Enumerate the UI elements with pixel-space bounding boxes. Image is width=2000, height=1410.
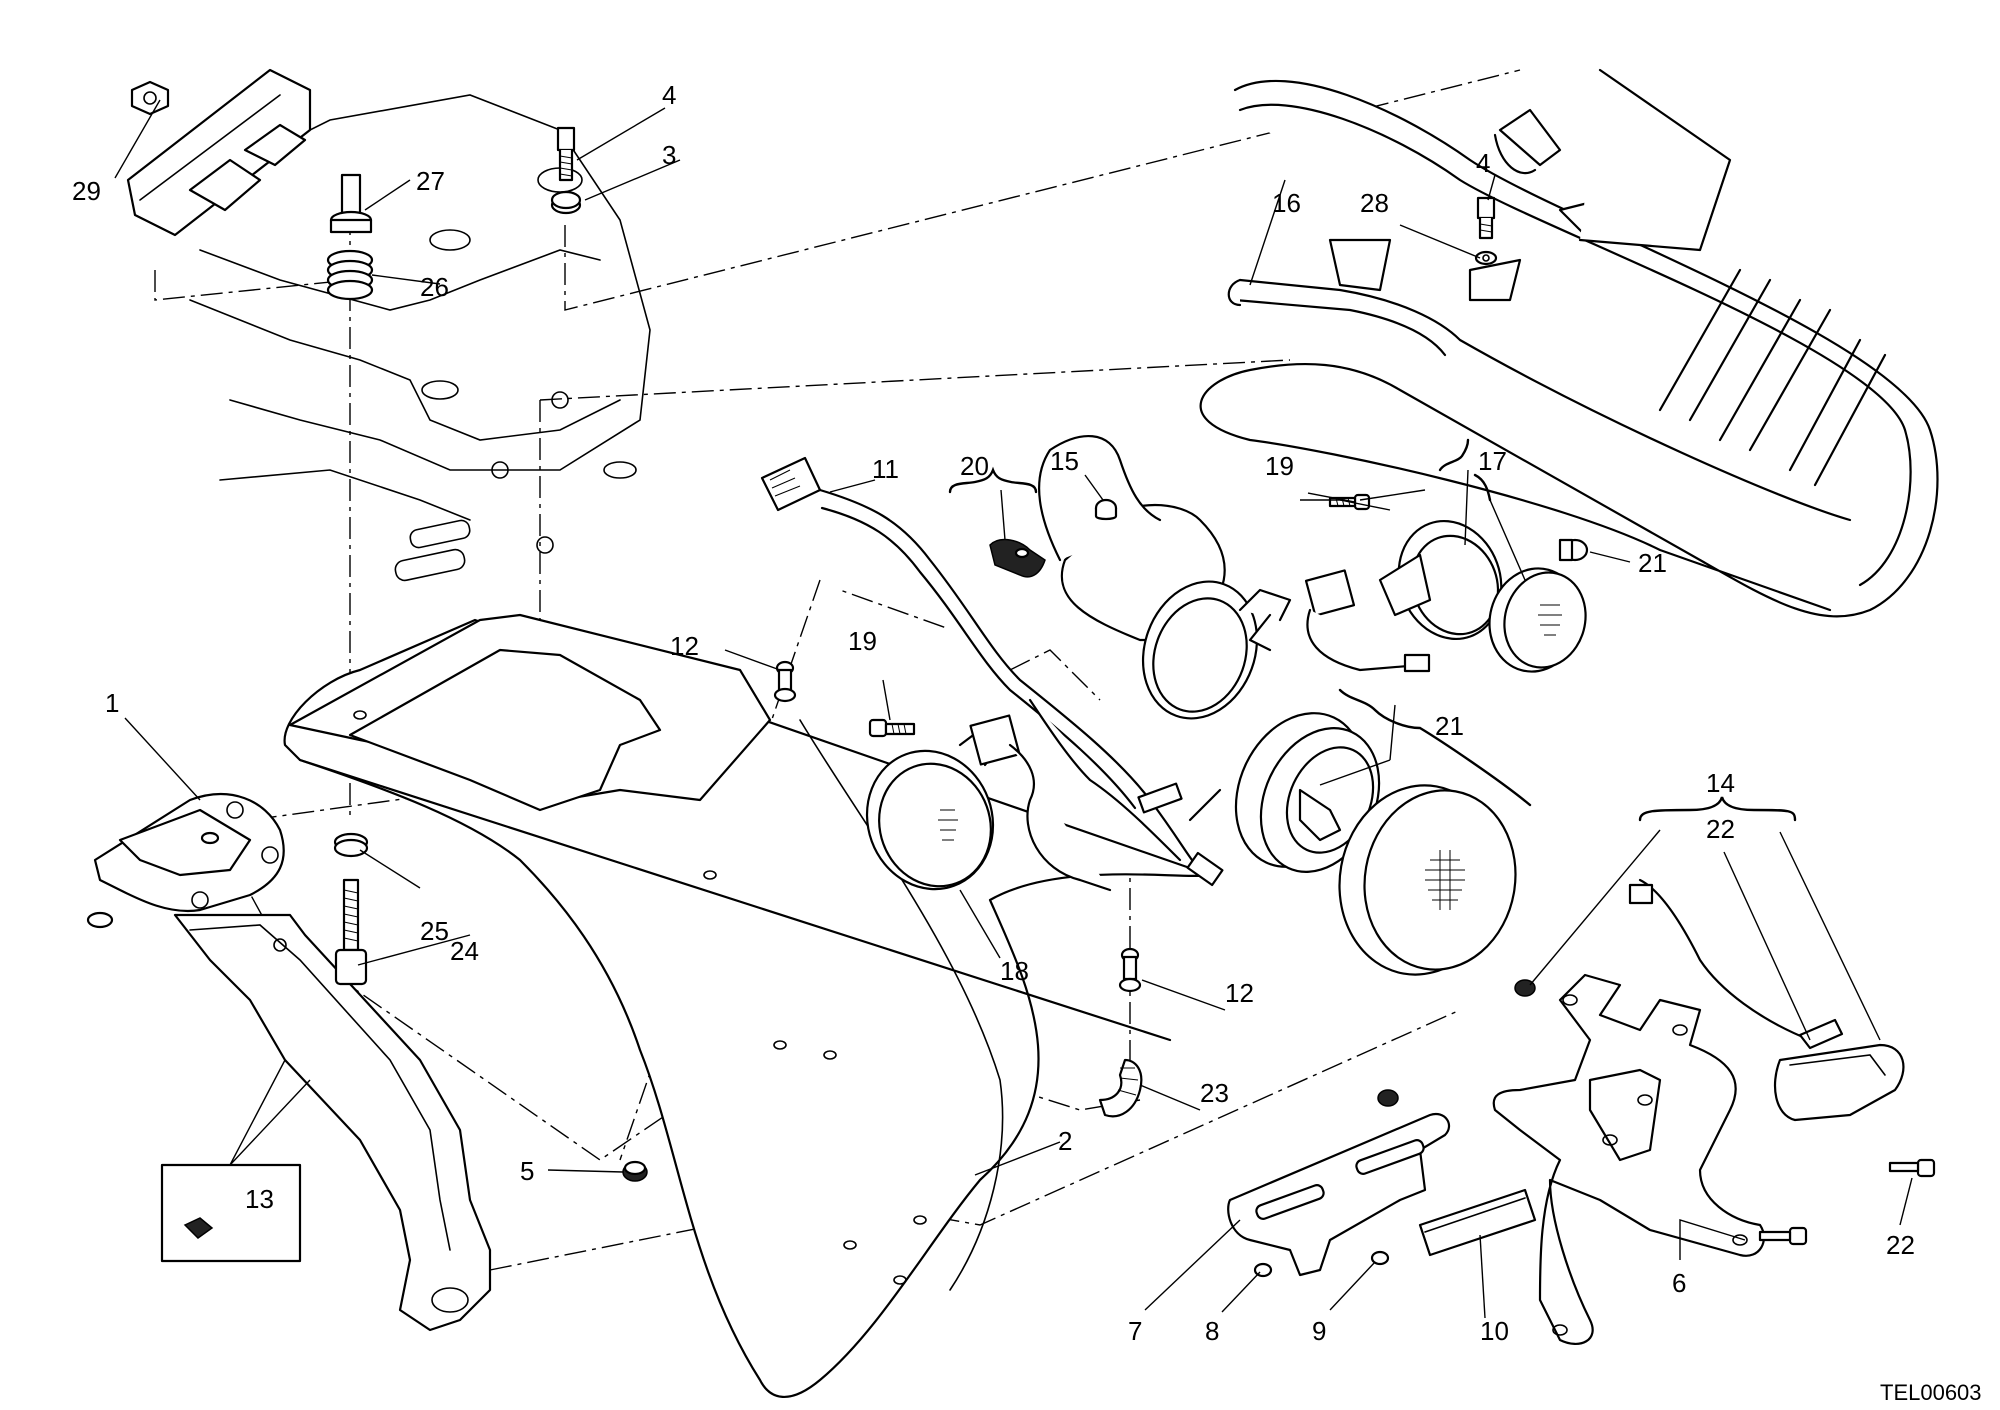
regulator-module [126,68,312,237]
callout-28: 28 [1360,188,1389,218]
callout-12-lower: 12 [1225,978,1254,1008]
washer-28-icon [1474,250,1498,266]
callout-23: 23 [1200,1078,1229,1108]
callout-15: 15 [1050,446,1079,476]
callout-8: 8 [1205,1316,1219,1346]
callout-20: 22 [1886,1230,1915,1260]
callout-10: 10 [1480,1316,1509,1346]
callout-19-large: 21 [1435,711,1464,741]
nut-5-icon [622,1160,648,1182]
reflector-10 [1418,1188,1537,1257]
clip-13-inset [160,1059,311,1263]
washer-25-icon [333,832,369,858]
tail-light-lens [1338,784,1517,976]
nut-29-icon [130,80,170,116]
callout-11: 11 [872,454,899,484]
callout-3: 3 [662,140,676,170]
license-plate-bracket [1492,973,1766,1345]
underseat-tray [149,94,651,582]
brace-14 [1638,796,1797,822]
rubber-mount-12-lower-icon [1118,947,1142,993]
turn-indicator-right [1304,519,1587,673]
callout-19-small: 20 [960,451,989,481]
callout-6: 6 [1672,1268,1686,1298]
screw-18-left-icon [868,718,916,738]
plate-holder [1227,1112,1451,1277]
callout-17-right: 17 [1478,446,1507,476]
callout-2: 2 [1058,1126,1072,1156]
callout-labels: 29 4 3 27 26 16 4 28 11 20 15 19 17 21 1… [72,80,1915,1346]
callout-24: 24 [450,936,479,966]
spacer-27-icon [329,173,373,234]
gasket-19-icon [989,538,1046,578]
washer-9-icon [1370,1250,1390,1266]
callout-14: 14 [1706,768,1735,798]
mudguard-bracket [86,793,492,1332]
callout-26: 26 [420,272,449,302]
callout-18-right: 19 [1265,451,1294,481]
fairlead-23-icon [1098,1058,1143,1118]
screw-24-icon [334,878,368,986]
callout-21: 21 [1638,548,1667,578]
callout-12-upper: 12 [670,631,699,661]
rubber-mount-12-upper-icon [773,660,797,703]
brace-19-large [1338,688,1532,807]
tail-light-housing [1038,435,1292,720]
leader-lines [114,99,1913,1319]
brace-17 [1438,438,1492,502]
callout-1: 1 [105,688,119,718]
callout-29: 29 [72,176,101,206]
bolt-6-icon [1758,1226,1808,1246]
callout-9: 9 [1312,1316,1326,1346]
wiring-harness [760,456,1224,887]
nut-bracket-icon [1377,979,1536,1107]
screw-4-icon [556,126,576,182]
callout-7: 7 [1128,1316,1142,1346]
drawing-code: TEL00603 [1880,1380,1982,1405]
clip-13-icon [183,1217,214,1239]
brace-19-small [948,466,1038,494]
screw-4-rack-icon [1476,196,1496,240]
callout-4-rack: 4 [1476,148,1490,178]
callout-17-left: 18 [1000,956,1029,986]
washer-3-icon [550,190,582,215]
plate-light [1628,878,1905,1122]
callout-25: 25 [420,916,449,946]
callout-16: 16 [1272,188,1301,218]
callout-4-top: 4 [662,80,676,110]
turn-indicator-left [865,714,1112,892]
callout-27: 27 [416,166,445,196]
callout-13: 13 [245,1184,274,1214]
callout-22: 22 [1706,814,1735,844]
cap-15-icon [1094,498,1118,521]
callout-5: 5 [520,1156,534,1186]
screw-20-icon [1888,1158,1936,1178]
luggage-rack [1199,68,1939,618]
grommet-26-icon [326,249,374,301]
bulb-21-icon [1558,538,1589,562]
callout-18-left: 19 [848,626,877,656]
